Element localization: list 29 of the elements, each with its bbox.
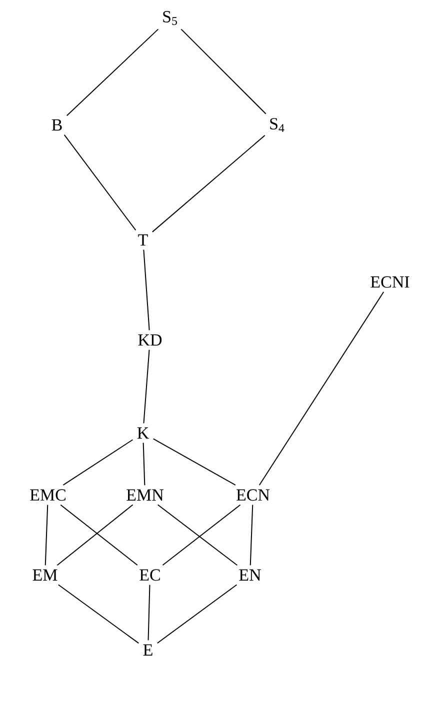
node-label: EN xyxy=(239,569,261,581)
node-label: EMC xyxy=(30,489,66,501)
line xyxy=(66,28,159,116)
node-label: T xyxy=(138,234,148,246)
node-label: B xyxy=(52,119,62,131)
line xyxy=(44,504,48,566)
line xyxy=(152,134,266,232)
line xyxy=(58,584,140,644)
node-label: EM xyxy=(32,569,58,581)
line xyxy=(180,28,266,114)
node-label: KD xyxy=(138,334,162,346)
node-label: ECNI xyxy=(370,276,410,288)
node-label: K xyxy=(137,427,149,439)
node-label: EMN xyxy=(126,489,164,501)
line xyxy=(142,442,146,486)
line xyxy=(148,584,150,641)
line xyxy=(258,291,384,486)
line xyxy=(62,439,134,486)
node-label: S$_{4}$ xyxy=(270,118,284,132)
node-label: E xyxy=(143,644,152,656)
line xyxy=(156,584,238,644)
line xyxy=(143,249,150,331)
node-label: EC xyxy=(140,569,160,581)
line xyxy=(143,349,150,424)
line xyxy=(64,134,136,231)
line xyxy=(250,504,254,566)
node-label: S$_{5}$ xyxy=(163,11,177,25)
node-label: ECN xyxy=(236,489,270,501)
line xyxy=(152,438,236,486)
